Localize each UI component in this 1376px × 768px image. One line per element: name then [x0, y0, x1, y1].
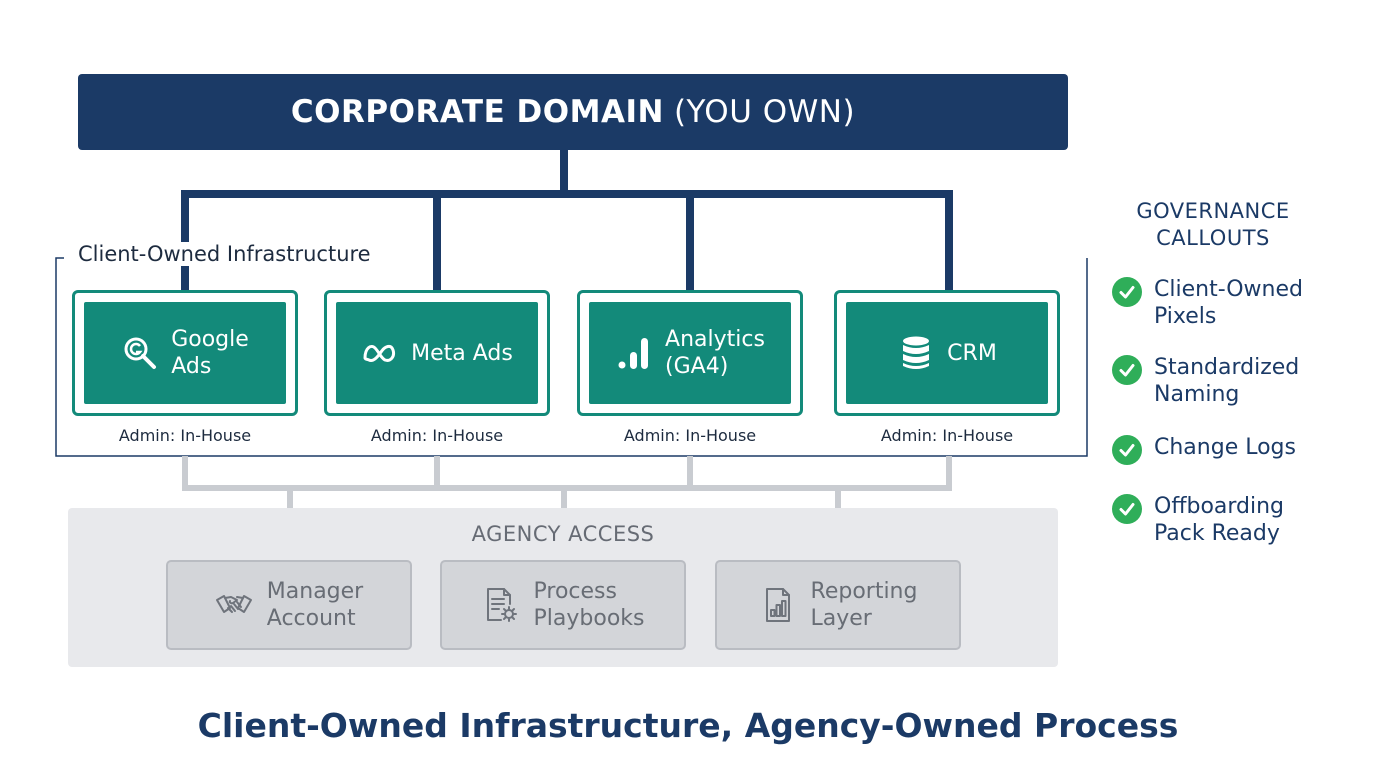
agency-label-line1: Reporting — [810, 579, 918, 604]
platform-label-line2: Ads — [171, 354, 212, 379]
governance-item: Standardized Naming — [1112, 354, 1362, 408]
governance-item-line1: Client-Owned — [1154, 277, 1303, 302]
client-owned-label: Client-Owned Infrastructure — [72, 242, 377, 266]
check-icon — [1112, 435, 1142, 465]
platform-label-line1: CRM — [947, 340, 997, 366]
platform-card-analytics: Analytics (GA4) — [577, 290, 803, 416]
governance-item: Client-Owned Pixels — [1112, 276, 1362, 330]
header-title-light: (YOU OWN) — [673, 94, 856, 130]
platform-card-crm: CRM — [834, 290, 1060, 416]
admin-label: Admin: In-House — [623, 426, 757, 445]
agency-card-manager-account: Manager Account — [166, 560, 412, 650]
admin-label: Admin: In-House — [880, 426, 1014, 445]
header-title-bold: CORPORATE DOMAIN — [290, 94, 664, 130]
report-chart-icon — [765, 588, 790, 622]
platform-card-google-ads: Google Ads — [72, 290, 298, 416]
platform-label-line2: (GA4) — [665, 354, 729, 379]
agency-label-line2: Playbooks — [533, 606, 645, 631]
governance-item-line1: Change Logs — [1154, 435, 1296, 460]
analytics-bars-icon — [618, 338, 649, 369]
governance-item-line1: Standardized — [1154, 355, 1300, 380]
governance-item-line2: Naming — [1154, 382, 1240, 407]
check-icon — [1112, 494, 1142, 524]
platform-label-line1: Google — [171, 327, 249, 352]
agency-label-line2: Layer — [810, 606, 872, 631]
database-icon — [903, 336, 930, 369]
governance-title-line1: GOVERNANCE — [1136, 199, 1290, 223]
agency-card-process-playbooks: Process Playbooks — [440, 560, 686, 650]
handshake-icon — [215, 595, 252, 613]
governance-item-line2: Pixels — [1154, 304, 1217, 329]
platform-label-line1: Analytics — [665, 327, 765, 352]
governance-item-line2: Pack Ready — [1154, 521, 1280, 546]
admin-label: Admin: In-House — [370, 426, 504, 445]
platform-card-meta-ads: Meta Ads — [324, 290, 550, 416]
document-gear-icon — [486, 588, 517, 622]
meta-icon — [363, 344, 396, 362]
agency-label-line2: Account — [266, 606, 356, 631]
agency-access-title: AGENCY ACCESS — [471, 522, 655, 546]
admin-label: Admin: In-House — [118, 426, 252, 445]
agency-label-line1: Manager — [266, 579, 364, 604]
footer-title: Client-Owned Infrastructure, Agency-Owne… — [197, 706, 1179, 745]
check-icon — [1112, 277, 1142, 307]
check-icon — [1112, 355, 1142, 385]
platform-label-line1: Meta Ads — [411, 340, 513, 366]
google-ads-icon — [124, 337, 157, 369]
governance-item-line1: Offboarding — [1154, 494, 1285, 519]
agency-label-line1: Process — [533, 579, 617, 604]
governance-title-line2: CALLOUTS — [1156, 226, 1270, 250]
governance-title: GOVERNANCE CALLOUTS — [1100, 198, 1326, 252]
governance-item: Offboarding Pack Ready — [1112, 493, 1362, 547]
governance-item: Change Logs — [1112, 434, 1362, 465]
agency-card-reporting-layer: Reporting Layer — [715, 560, 961, 650]
corporate-domain-header: CORPORATE DOMAIN (YOU OWN) — [78, 74, 1068, 150]
